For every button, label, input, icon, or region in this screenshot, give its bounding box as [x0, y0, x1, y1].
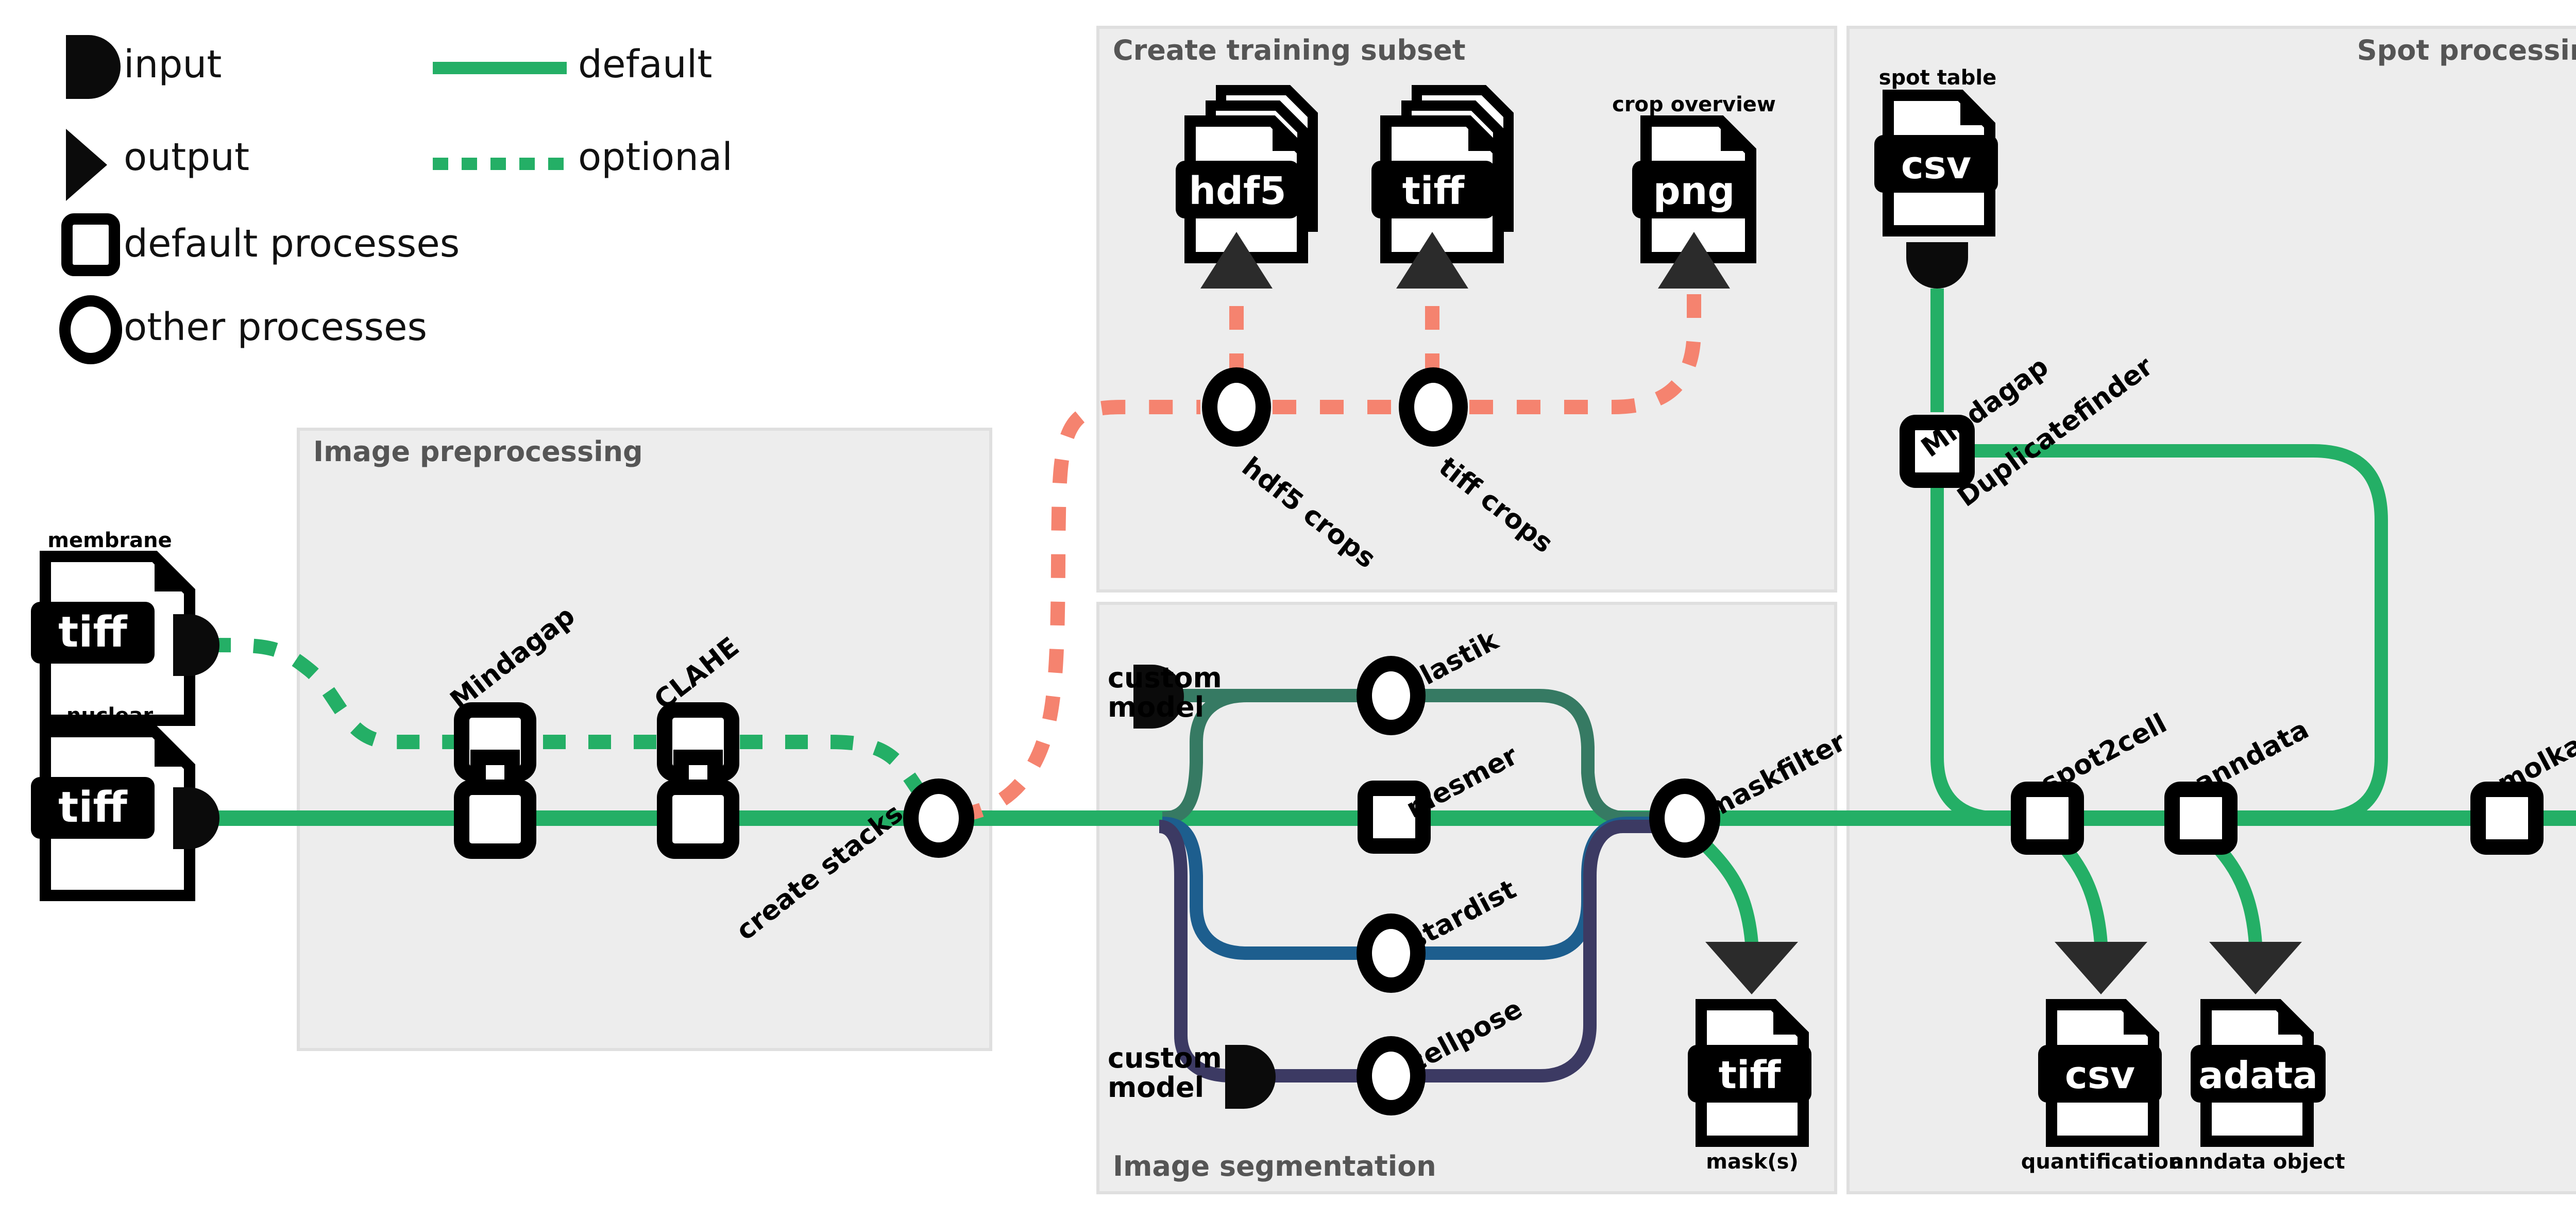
file-icon-masks-tiff: tiff	[1688, 999, 1811, 1147]
process-node-tiff-crops[interactable]	[1399, 367, 1468, 447]
process-node-mindagap[interactable]	[454, 702, 536, 859]
edge-stardist-branch	[1162, 817, 1360, 960]
edge-clahe-createstacks-optional	[740, 735, 936, 809]
file-icon-spot-table-csv: csv	[1874, 90, 1998, 236]
input-marker-icon	[66, 35, 121, 99]
file-icon-tiff-stack: tiff	[1371, 85, 1514, 263]
input-marker-spot-table	[1906, 242, 1968, 289]
file-caption-masks: mask(s)	[1706, 1150, 1799, 1174]
edge-dupfinder-to-anndata	[1968, 444, 2388, 825]
file-format-membrane: tiff	[58, 608, 128, 657]
process-node-mesmer[interactable]	[1358, 781, 1431, 854]
edge-tiffcrops-to-png-optional	[1469, 289, 1701, 414]
file-icon-png: png	[1632, 115, 1756, 263]
output-arrow-hdf5	[1200, 232, 1273, 289]
edge-membrane-optional	[208, 638, 482, 749]
input-marker-custom-model-cellpose	[1225, 1045, 1276, 1109]
legend-label-input: input	[124, 42, 222, 87]
legend-label-default-line: default	[578, 42, 713, 87]
file-format-spot-table: csv	[1901, 143, 1971, 188]
file-format-anndata: adata	[2198, 1054, 2318, 1097]
edge-cellpose-to-maskfilter	[1423, 820, 1656, 1082]
legend-label-output: output	[124, 135, 250, 179]
file-caption-anndata-object: anndata object	[2170, 1150, 2345, 1174]
edge-createstacks-to-crops-optional	[957, 400, 1200, 822]
process-node-maskfilter[interactable]	[1649, 779, 1720, 858]
process-node-stardist[interactable]	[1357, 914, 1426, 993]
panel-title-image-preprocessing: Image preprocessing	[313, 435, 643, 468]
legend-label-optional-line: optional	[578, 135, 733, 179]
output-arrow-anndata	[2209, 942, 2302, 994]
edge-dupfinder-down-to-spine	[1930, 479, 1999, 825]
panel-title-create-training-subset: Create training subset	[1113, 34, 1466, 66]
process-node-mindagap-duplicatefinder[interactable]	[1900, 415, 1975, 488]
edge-cellpose-branch	[1158, 820, 1360, 1082]
file-format-png: png	[1653, 169, 1735, 213]
panel-title-spot-processing: Spot processing	[2357, 34, 2576, 66]
file-format-masks: tiff	[1719, 1053, 1782, 1097]
circle-process-icon	[59, 295, 122, 364]
process-node-anndata[interactable]	[2164, 782, 2238, 855]
output-arrow-quantification	[2055, 942, 2147, 994]
process-node-hdf5-crops[interactable]	[1202, 367, 1271, 447]
panel-title-image-segmentation: Image segmentation	[1113, 1150, 1436, 1182]
legend-label-default-processes: default processes	[124, 222, 460, 266]
square-process-icon	[61, 213, 120, 276]
process-node-clahe[interactable]	[657, 702, 739, 859]
file-icon-hdf5-stack: hdf5	[1176, 85, 1318, 263]
file-caption-membrane: membrane	[47, 529, 172, 552]
process-node-spot2cell[interactable]	[2011, 782, 2084, 855]
file-format-quantification: csv	[2065, 1053, 2135, 1097]
file-icon-quantification-csv: csv	[2038, 999, 2162, 1147]
file-caption-nuclear: nuclear	[66, 704, 154, 728]
output-arrow-tiff-crops	[1396, 232, 1468, 289]
file-format-nuclear: tiff	[58, 783, 128, 832]
output-arrow-png	[1658, 232, 1730, 289]
file-caption-spot-table: spot table	[1878, 66, 1997, 90]
input-marker-nuclear	[173, 787, 219, 849]
file-icon-anndata-adata: adata	[2191, 999, 2326, 1147]
input-marker-custom-model-ilastik	[1133, 665, 1184, 729]
file-format-tiff-crops: tiff	[1402, 169, 1465, 213]
input-marker-membrane	[173, 614, 219, 676]
output-arrow-masks	[1705, 942, 1798, 994]
process-node-cellpose[interactable]	[1357, 1036, 1426, 1115]
file-format-hdf5: hdf5	[1189, 169, 1286, 213]
legend-label-other-processes: other processes	[124, 305, 428, 349]
process-node-molkartqc[interactable]	[2470, 782, 2544, 855]
edge-ilastik-to-maskfilter	[1423, 689, 1656, 825]
process-node-ilastik[interactable]	[1357, 656, 1426, 735]
file-caption-crop-overview: crop overview	[1612, 93, 1776, 116]
output-arrow-icon	[66, 129, 107, 201]
file-caption-quantification: quantification	[2021, 1150, 2183, 1174]
process-node-create-stacks[interactable]	[903, 779, 974, 858]
